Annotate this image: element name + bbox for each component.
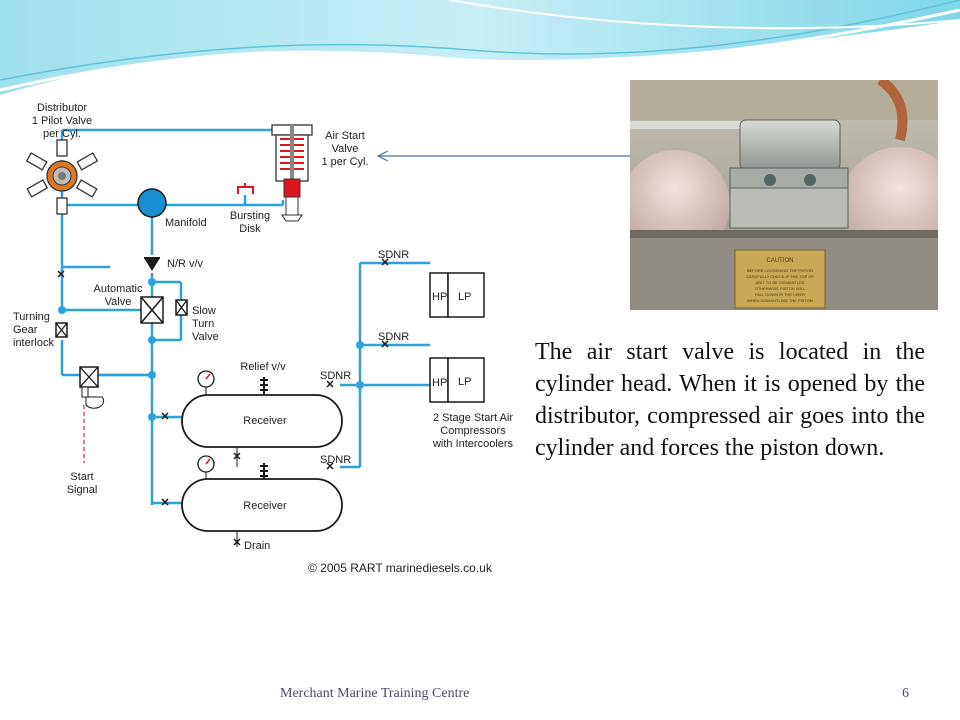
- lower-receiver-label: Receiver: [243, 500, 287, 512]
- svg-text:Compressors: Compressors: [440, 425, 506, 437]
- slow-turn-valve-icon: [175, 299, 188, 316]
- svg-text:with Intercoolers: with Intercoolers: [432, 438, 514, 450]
- manifold-icon: [137, 188, 167, 218]
- svg-text:Disk: Disk: [239, 223, 261, 235]
- slow-turn-valve-label: Slow: [192, 305, 216, 317]
- sdnr-label-top: SDNR: [378, 249, 409, 261]
- turning-gear-interlock-icon: [55, 322, 68, 338]
- svg-text:Signal: Signal: [67, 484, 98, 496]
- air-start-valve-photo: CAUTION BEFORE LOOSENING THE PISTON CARE…: [630, 80, 938, 310]
- automatic-valve-label: Automatic: [94, 283, 143, 295]
- photo-plate-title: CAUTION: [767, 258, 794, 264]
- footer-text: Merchant Marine Training Centre: [280, 686, 470, 701]
- manifold-label: Manifold: [165, 217, 207, 229]
- svg-text:BEFORE LOOSENING THE PISTON: BEFORE LOOSENING THE PISTON: [747, 268, 813, 273]
- svg-text:1 per Cyl.: 1 per Cyl.: [321, 156, 368, 168]
- svg-text:WHEN DISMANTLING THE PISTON: WHEN DISMANTLING THE PISTON: [747, 298, 813, 303]
- svg-text:Gear: Gear: [13, 324, 38, 336]
- svg-text:1 Pilot Valve: 1 Pilot Valve: [32, 115, 92, 127]
- svg-text:CAREFULLY CHECK IF THE TOP OF: CAREFULLY CHECK IF THE TOP OF: [746, 274, 814, 279]
- upper-receiver-icon: [181, 370, 343, 467]
- bursting-disk-icon: [237, 183, 254, 194]
- header-wave-banner: [0, 0, 960, 95]
- photo-pointer-arrow: [376, 150, 635, 162]
- start-signal-label: Start: [70, 471, 93, 483]
- compressor-2-lp-label: LP: [458, 376, 471, 388]
- relief-valve-label: Relief v/v: [240, 361, 286, 373]
- lower-receiver-icon: [181, 455, 343, 547]
- non-return-valve-icon: [144, 257, 160, 271]
- sdnr-label-receiver-lower: SDNR: [320, 454, 351, 466]
- compressor-1-lp-label: LP: [458, 291, 471, 303]
- svg-text:interlock: interlock: [13, 337, 54, 349]
- air-start-system-diagram: Distributor 1 Pilot Valve per Cyl. Air S…: [13, 102, 514, 575]
- sdnr-label-receiver-upper: SDNR: [320, 370, 351, 382]
- svg-text:FALL DOWN IN THE LINER: FALL DOWN IN THE LINER: [755, 292, 805, 297]
- distributor-label: Distributor: [37, 102, 87, 114]
- compressor-1-icon: [429, 272, 485, 318]
- start-signal-valve-icon: [79, 366, 105, 409]
- compressors-label: 2 Stage Start Air: [433, 412, 513, 424]
- svg-text:UNIT TO BE DISMANTLED: UNIT TO BE DISMANTLED: [755, 280, 804, 285]
- caption-text: The air start valve is located in the cy…: [535, 339, 925, 461]
- compressor-2-icon: [429, 357, 485, 403]
- drain-label: Drain: [244, 540, 270, 552]
- air-start-valve-label: Air Start: [325, 130, 365, 142]
- copyright-text: © 2005 RART marinediesels.co.uk: [308, 561, 493, 575]
- pipework: [60, 128, 430, 505]
- svg-text:Valve: Valve: [192, 331, 219, 343]
- air-start-valve-icon: [271, 124, 313, 222]
- svg-text:Valve: Valve: [332, 143, 359, 155]
- sdnr-label-middle: SDNR: [378, 331, 409, 343]
- bursting-disk-label: Bursting: [230, 210, 270, 222]
- nr-valve-label: N/R v/v: [167, 258, 204, 270]
- svg-text:per Cyl.: per Cyl.: [43, 128, 81, 140]
- page-number: 6: [902, 686, 909, 701]
- distributor-icon: [25, 139, 99, 215]
- check-markers: [57, 258, 389, 506]
- compressor-1-hp-label: HP: [432, 291, 447, 303]
- compressor-2-hp-label: HP: [432, 377, 447, 389]
- svg-text:Valve: Valve: [105, 296, 132, 308]
- svg-text:OTHERWISE PISTON WILL: OTHERWISE PISTON WILL: [755, 286, 806, 291]
- turning-gear-interlock-label: Turning: [13, 311, 50, 323]
- automatic-valve-icon: [140, 296, 164, 324]
- upper-receiver-label: Receiver: [243, 415, 287, 427]
- svg-text:Turn: Turn: [192, 318, 214, 330]
